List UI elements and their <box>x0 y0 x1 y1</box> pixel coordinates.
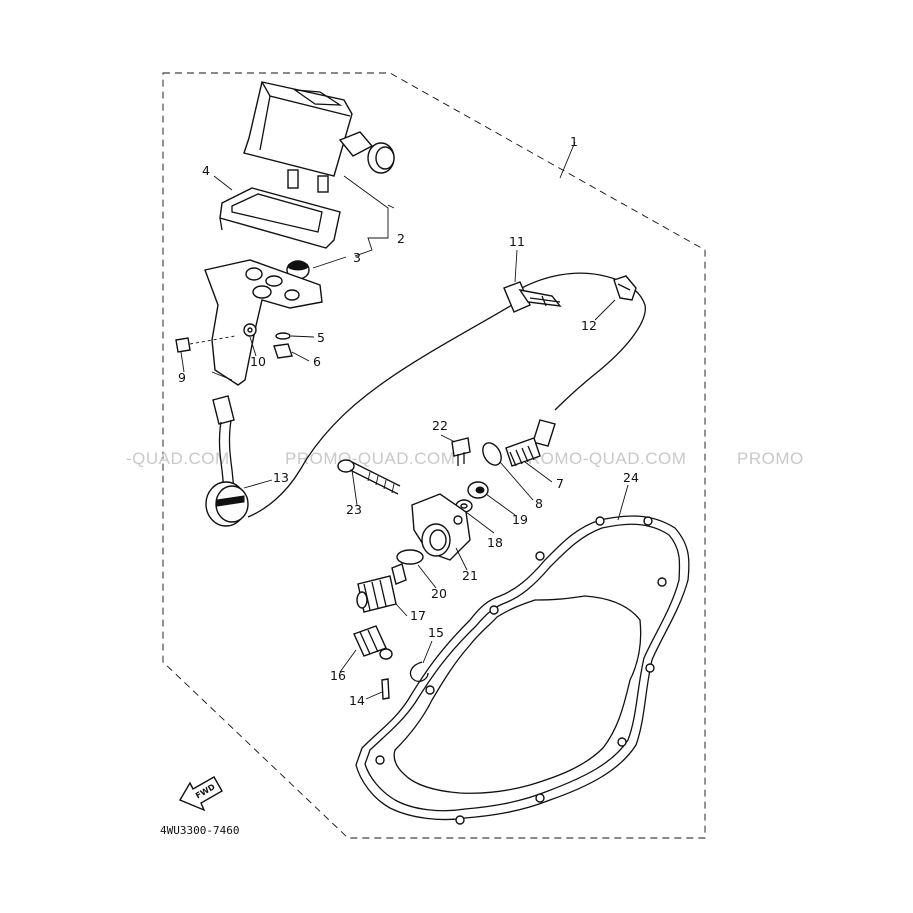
cable-band-part-11 <box>503 281 562 313</box>
leader-lines <box>180 141 629 700</box>
bolt-part-9 <box>175 335 236 353</box>
callout-11: 11 <box>509 234 525 249</box>
callout-18: 18 <box>487 535 503 550</box>
callout-5: 5 <box>317 330 325 345</box>
callout-6: 6 <box>313 354 321 369</box>
washer-part-10 <box>243 323 257 337</box>
screw-part-22 <box>451 437 471 466</box>
callout-21: 21 <box>462 568 478 583</box>
circlip-part-15 <box>409 661 429 682</box>
watermark-4: PROMO <box>737 449 804 468</box>
watermark-2: PROMO-QUAD.COM <box>285 449 455 468</box>
clamp-part-12 <box>613 275 637 301</box>
callout-4: 4 <box>202 163 210 178</box>
watermark-band: -QUAD.COM PROMO-QUAD.COM PROMO-QUAD.COM … <box>126 449 804 468</box>
o-ring-part-20 <box>396 549 424 565</box>
callout-17: 17 <box>410 608 426 623</box>
callout-16: 16 <box>330 668 346 683</box>
forward-arrow-icon: FWD <box>178 776 223 812</box>
callout-22: 22 <box>432 418 448 433</box>
meter-bracket-part-4 <box>219 187 341 249</box>
assembly-boundary <box>162 72 706 839</box>
callout-12: 12 <box>581 318 597 333</box>
callout-10: 10 <box>250 354 266 369</box>
callout-15: 15 <box>428 625 444 640</box>
pin-part-14 <box>381 678 390 700</box>
callout-7: 7 <box>556 476 564 491</box>
callout-19: 19 <box>512 512 528 527</box>
gear-part-17 <box>356 563 407 613</box>
callout-14: 14 <box>349 693 365 708</box>
callout-13: 13 <box>273 470 289 485</box>
callout-23: 23 <box>346 502 362 517</box>
washer-part-5 <box>275 332 291 340</box>
cable-fitting-part-7 <box>505 419 556 467</box>
gear-housing-part-21 <box>411 493 471 561</box>
callout-2: 2 <box>397 231 405 246</box>
gear-part-16 <box>353 625 393 660</box>
watermark-3: PROMO-QUAD.COM <box>516 449 686 468</box>
speedometer-cable-part-13 <box>205 272 646 527</box>
nut-part-6 <box>273 343 293 359</box>
callout-8: 8 <box>535 496 543 511</box>
callout-1: 1 <box>570 134 578 149</box>
o-ring-part-8 <box>482 442 502 466</box>
diagram-part-code: 4WU3300-7460 <box>160 824 239 837</box>
bushing-part-19 <box>467 481 489 499</box>
watermark-1: -QUAD.COM <box>126 449 230 468</box>
callout-3: 3 <box>353 250 361 265</box>
callout-20: 20 <box>431 586 447 601</box>
gasket-part-24 <box>355 515 690 825</box>
meter-assembly-part-2 <box>243 81 395 193</box>
callout-numbers: 1 2 3 4 5 6 7 8 9 10 11 12 13 14 15 16 1… <box>178 134 639 708</box>
callout-9: 9 <box>178 370 186 385</box>
bolt-part-23 <box>337 459 401 495</box>
callout-24: 24 <box>623 470 639 485</box>
